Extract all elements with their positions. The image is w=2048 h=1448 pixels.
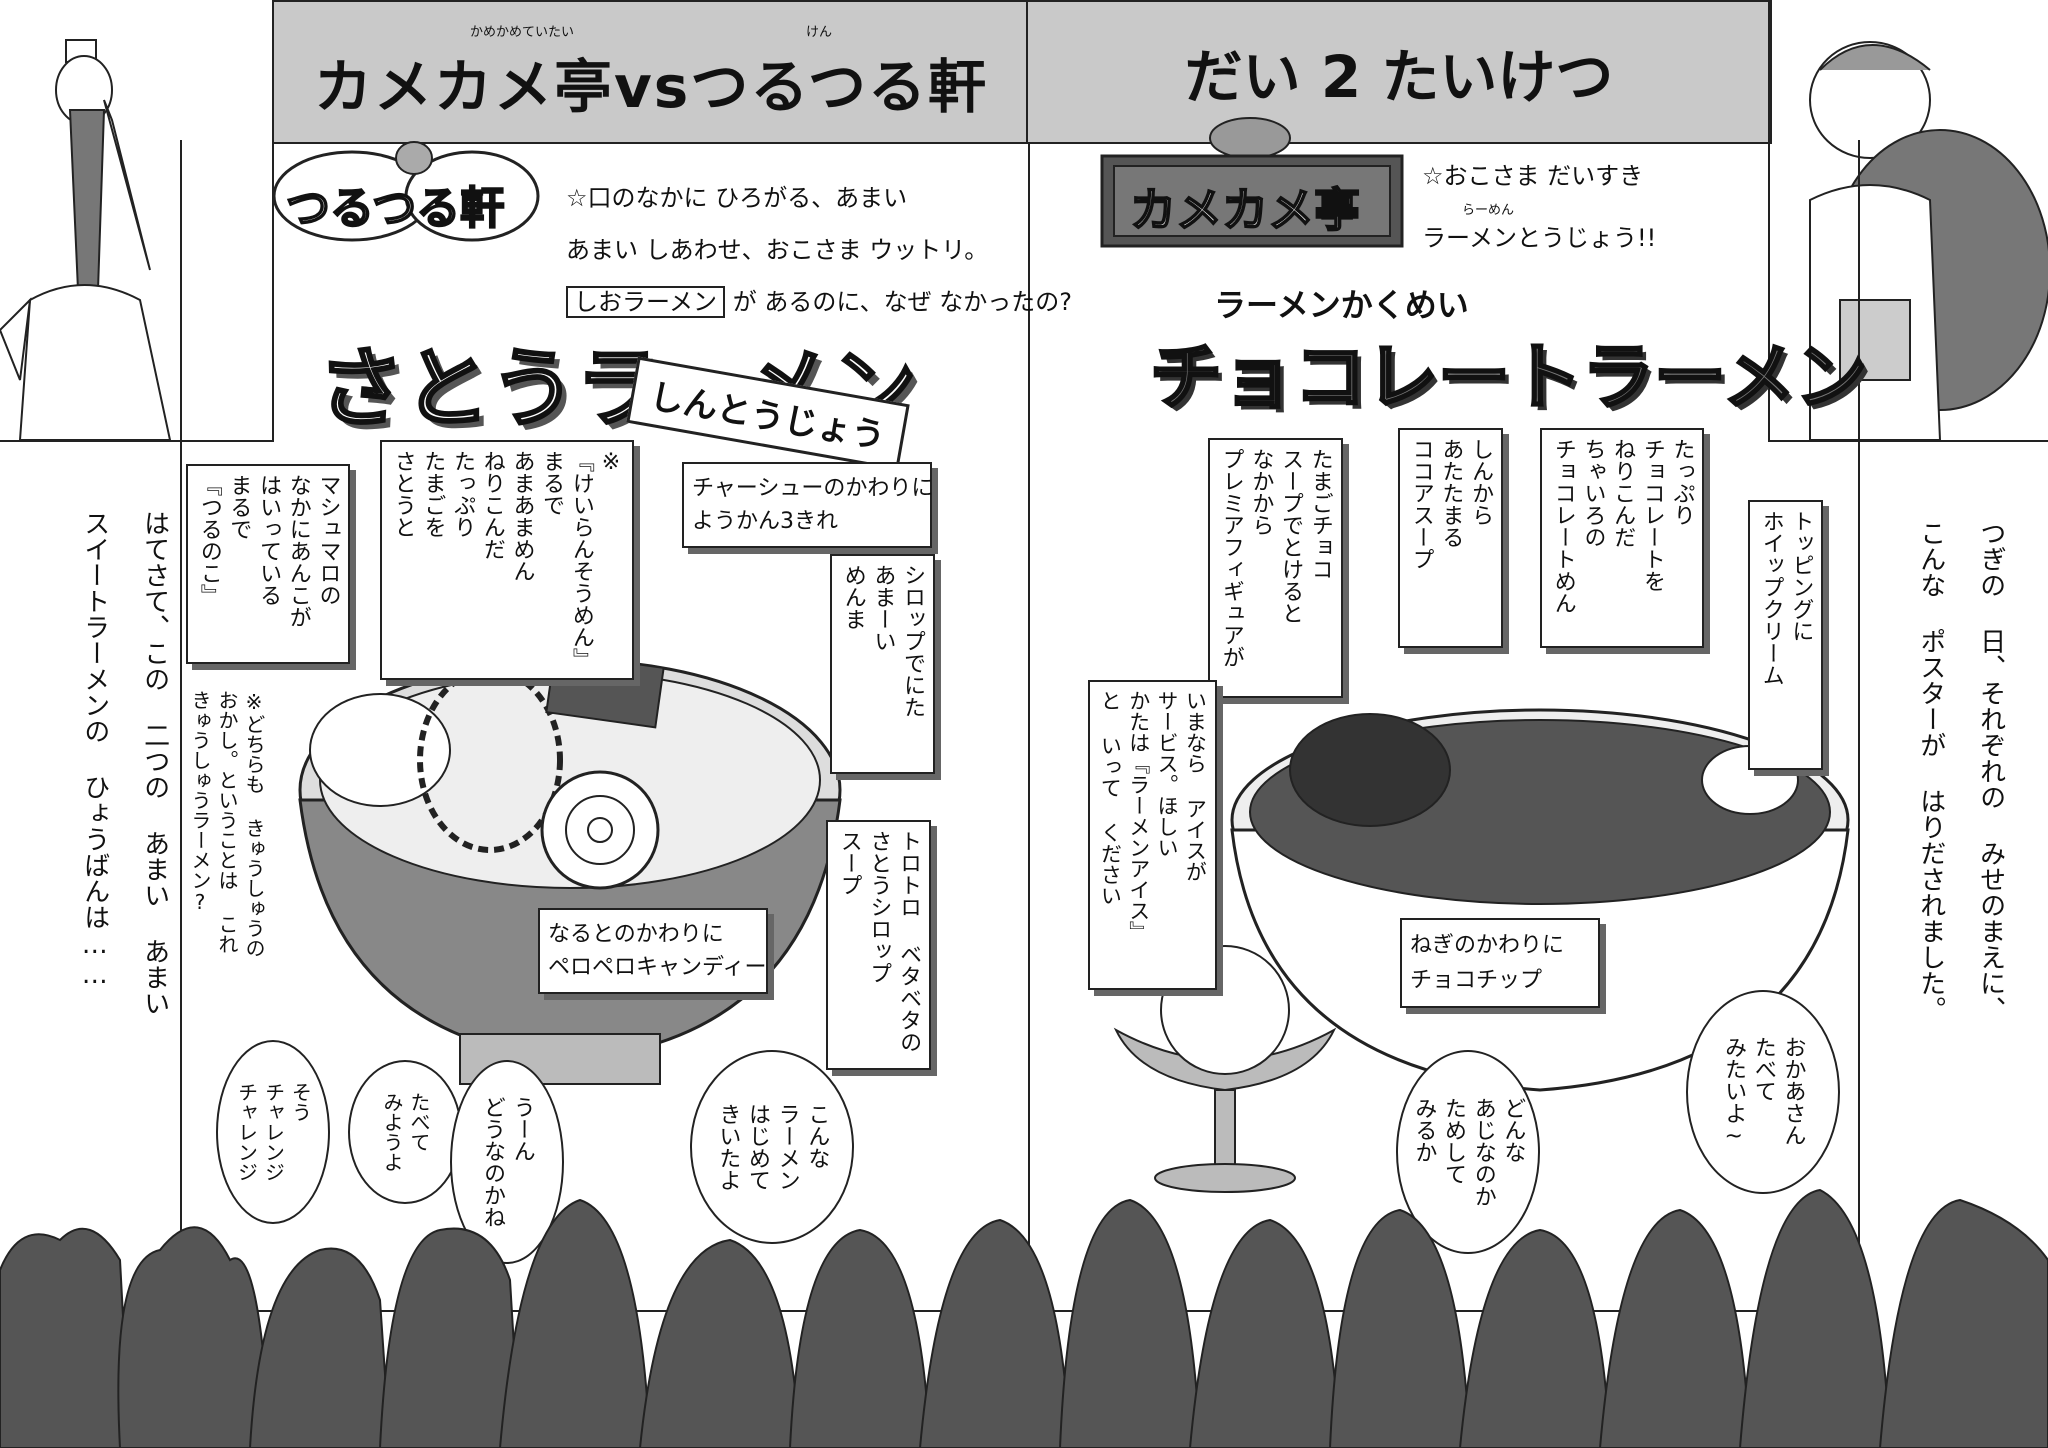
page-subtitle: だい 2 たいけつ xyxy=(1184,43,1614,111)
page-title: カメカメ亭vsつるつる軒 xyxy=(313,52,988,121)
speech-lets-try-text: たべて みようよ xyxy=(380,1092,431,1172)
right-intro-line2: ラーメンとうじょう!! xyxy=(1422,224,1657,252)
callout-marshmallow: マシュマロの なかにあんこが はいっている まるで 『つるのこ』 xyxy=(186,464,351,664)
left-intro-line3: が あるのに、なぜ なかったの? xyxy=(732,288,1072,316)
left-narration: はてさて、この 二つの あまい あまい スイートラーメンの ひょうばんは…… xyxy=(79,510,170,1016)
right-narration: つぎの 日、それぞれの みせのまえに、 こんな ポスターが はりだされました。 xyxy=(1915,520,2006,1022)
left-title-banner: かめかめていたい けん カメカメ亭vsつるつる軒 xyxy=(272,0,1030,144)
kamekame-tei-logo: カメカメ亭 xyxy=(1086,116,1416,256)
callout-syrup-soup: トロトロ ベタベタの さとうシロップ スープ xyxy=(826,820,932,1070)
callout-menma: シロップでにた あまーい めんま xyxy=(830,554,936,774)
title-ruby-ken: けん xyxy=(805,24,832,40)
callout-tamago-choco: たまごチョコ スープでとけると なかから プレミアフィギュアが xyxy=(1208,438,1343,698)
speech-what-taste: どんな あじなのか ためして みるか xyxy=(1396,1050,1540,1254)
left-intro-line2: あまい しあわせ、おこさま ウットリ。 xyxy=(566,236,989,264)
callout-ice-cream: いまなら アイスが サービス。ほしい かたは『ラーメンアイス』 と いって くだ… xyxy=(1088,680,1218,990)
tsurutsuru-ken-logo: つるつる軒 xyxy=(272,138,542,248)
right-intro: ☆おこさま だいすき らーめん ラーメンとうじょう!! xyxy=(1422,156,1656,253)
title-ruby: かめかめていたい xyxy=(469,24,574,40)
speech-first-time: こんな ラーメン はじめて きいたよ xyxy=(690,1050,854,1244)
left-intro: ☆口のなかに ひろがる、あまい あまい しあわせ、おこさま ウットリ。 しおラー… xyxy=(566,172,1072,328)
turtle-character-panel xyxy=(1768,0,2048,442)
callout-choco-noodles: たっぷり チョコレートを ねりこんだ ちゃいろの チョコレートめん xyxy=(1540,428,1705,648)
left-intro-line1: ☆口のなかに ひろがる、あまい xyxy=(566,184,908,212)
speech-challenge: そう チャレンジ チャレンジ xyxy=(216,1040,330,1224)
logo-frame xyxy=(1100,117,1404,248)
callout-tamago-noodles: ※ 『けいらんそうめん』 まるで あまあまめん ねりこんだ たっぷり たまごを … xyxy=(380,440,634,680)
crowd-silhouettes xyxy=(0,1188,2048,1448)
speech-challenge-text: そう チャレンジ チャレンジ xyxy=(234,1082,313,1182)
shio-ramen-box: しおラーメン xyxy=(566,286,726,318)
ramen-revolution-label: ラーメンかくめい xyxy=(1214,286,1469,324)
turtle-character-illustration xyxy=(1809,41,2048,440)
speech-first-time-text: こんな ラーメン はじめて きいたよ xyxy=(715,1103,830,1191)
speech-mom-text: おかあさん たべて みたいよ~ xyxy=(1721,1035,1806,1149)
speech-what-taste-text: どんな あじなのか ためして みるか xyxy=(1411,1097,1526,1207)
logo-frame xyxy=(272,141,540,242)
right-intro-line1: ☆おこさま だいすき xyxy=(1422,162,1644,190)
callout-cocoa-soup: しんから あたたまる ココアスープ xyxy=(1398,428,1504,648)
right-title-banner: だい 2 たいけつ xyxy=(1026,0,1772,144)
callout-lollipop: なるとのかわりに ペロペロキャンディー xyxy=(538,908,768,994)
chocolate-ramen-title: チョコレートラーメン xyxy=(1148,334,1868,421)
speech-mom: おかあさん たべて みたいよ~ xyxy=(1686,990,1840,1194)
callout-choco-chip: ねぎのかわりに チョコチップ xyxy=(1400,918,1600,1009)
note-kyushu: ※どちらも きゅうしゅうの おかし。ということは これ きゅうしゅうラーメン? xyxy=(188,690,266,958)
speech-hmm-text: うーん どうなのかね xyxy=(480,1096,535,1228)
speech-hmm: うーん どうなのかね xyxy=(450,1060,564,1264)
logo-text: つるつる軒 xyxy=(285,182,505,235)
crane-character-illustration xyxy=(0,39,172,440)
logo-text: カメカメ亭 xyxy=(1129,182,1361,238)
speech-lets-try: たべて みようよ xyxy=(348,1060,462,1204)
crane-character-panel xyxy=(0,0,274,442)
right-intro-ruby: らーめん xyxy=(1462,203,1515,218)
callout-yokan: チャーシューのかわりに ようかん3きれ xyxy=(682,462,933,548)
callout-whipped-cream: トッピングに ホイップクリーム xyxy=(1748,500,1824,770)
